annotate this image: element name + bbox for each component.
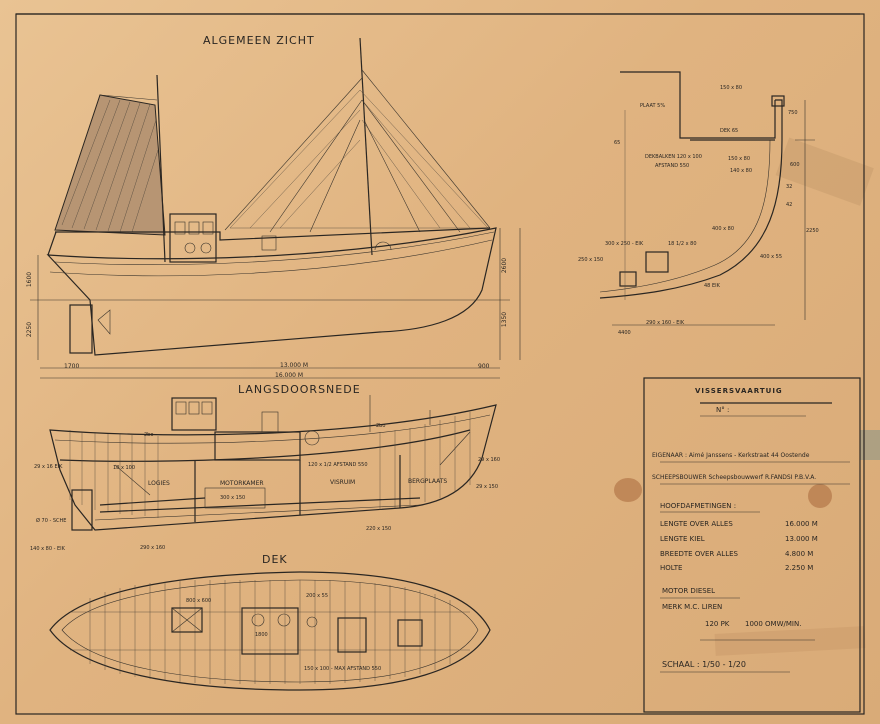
stain (614, 478, 642, 502)
annot: Ø 70 - SCHE (36, 518, 67, 524)
dim-label: BREEDTE OVER ALLES (660, 550, 738, 558)
room-label: LOGIES (148, 480, 170, 487)
annot: 2250 (806, 228, 819, 234)
dim-value: 16.000 M (785, 520, 818, 528)
annot: 250 x 150 (578, 257, 604, 263)
motor-heading: MOTOR DIESEL (662, 587, 716, 595)
annot: 140 x 80 - EIK (30, 546, 65, 552)
wheelhouse (169, 213, 217, 263)
annot: 4400 (618, 330, 631, 336)
hull (46, 227, 497, 356)
annot: 200 x 55 (306, 593, 329, 599)
mizzen-sail (54, 94, 166, 236)
dim-label: LENGTE OVER ALLES (660, 520, 733, 528)
annot: 300 x 150 (220, 495, 246, 501)
dim-fwd: 900 (478, 363, 490, 370)
aft-mast (156, 74, 166, 263)
dim-label: HOLTE (660, 564, 683, 572)
annot: 400 x 80 (712, 226, 735, 232)
tape-strip (714, 626, 866, 656)
annot: 600 (790, 162, 800, 168)
annot: 48 EIK (704, 283, 720, 289)
midship-section (599, 71, 815, 326)
annot: 29 x 160 (478, 457, 501, 463)
main-mast (359, 37, 373, 256)
annot: 29 x 150 (476, 484, 499, 490)
view-title-deck: DEK (262, 553, 288, 566)
dim-aft: 1700 (64, 363, 80, 370)
dim-h1: 1600 (26, 271, 34, 288)
motor-power: 120 PK (705, 620, 730, 628)
annot: 2bo (144, 432, 154, 438)
dim-value: 13.000 M (785, 535, 818, 543)
annot: 150 x 80 (728, 156, 751, 162)
annot: 290 x 160 - EIK (646, 320, 685, 326)
drawing-number-label: N° : (716, 406, 730, 414)
annot: 1800 (255, 632, 268, 638)
dim-h2: 2250 (26, 321, 34, 338)
annot: 290 x 160 (140, 545, 166, 551)
motor-make: MERK M.C. LIREN (662, 603, 723, 611)
annot: 2bo (376, 423, 386, 429)
annot: DEK 65 (720, 128, 739, 134)
annot: 140 x 80 (730, 168, 753, 174)
annot: 65 (614, 140, 621, 146)
title-block-frame (643, 377, 861, 713)
annot: AFSTAND 550 (655, 163, 690, 169)
view-title-general: ALGEMEEN ZICHT (203, 34, 315, 47)
motor-rpm: 1000 OMW/MIN. (745, 620, 802, 628)
dim-h4: 1350 (501, 311, 509, 328)
annot: 150 x 80 (720, 85, 743, 91)
annot: 400 x 55 (760, 254, 783, 260)
annot: 300 x 250 - EIK (605, 241, 644, 247)
dim-keel: 13.000 M (280, 362, 309, 369)
room-label: MOTORKAMER (220, 480, 264, 487)
annot: 220 x 150 (366, 526, 392, 532)
annot: 42 (786, 202, 793, 208)
annot: PLAAT 5% (640, 103, 666, 109)
owner: EIGENAAR : Aimé Janssens - Kerkstraat 44… (652, 452, 810, 459)
dim-total: 16.000 M (275, 372, 304, 379)
dim-label: LENGTE KIEL (660, 535, 705, 543)
deck-outline (49, 571, 491, 691)
tape-strip (775, 137, 874, 206)
room-label: VISRUIM (330, 479, 356, 486)
tape-mark (860, 430, 880, 460)
scale: SCHAAL : 1/50 - 1/20 (662, 660, 746, 669)
shipyard: SCHEEPSBOUWER Scheepsbouwwerf R.FANDSI P… (652, 474, 817, 481)
deck-plan (49, 571, 491, 691)
section-hull (49, 404, 497, 531)
view-title-longitudinal: LANGSDOORSNEDE (238, 383, 361, 396)
dim-value: 4.800 M (785, 550, 814, 558)
annot: 29 x 16 EIK (34, 464, 63, 470)
frame-outline (599, 99, 783, 299)
annot: 750 (788, 110, 798, 116)
annot: 800 x 600 (186, 598, 212, 604)
general-view (30, 37, 521, 379)
dim-h3: 2600 (501, 257, 509, 274)
annot: 18 x 100 (113, 465, 136, 471)
annot: 150 x 100 - MAX AFSTAND 550 (304, 666, 382, 672)
annot: 120 x 1/2 AFSTAND 550 (308, 462, 368, 468)
annot: 18 1/2 x 80 (668, 241, 697, 247)
dim-value: 2.250 M (785, 564, 814, 572)
dimensions-heading: HOOFDAFMETINGEN : (660, 502, 737, 510)
rudder (69, 304, 93, 354)
drawing-title: VISSERSVAARTUIG (695, 387, 783, 395)
annot: DEKBALKEN 120 x 100 (645, 154, 702, 160)
annot: 32 (786, 184, 793, 190)
stain (808, 484, 832, 508)
longitudinal-section (49, 395, 497, 531)
room-label: BERGPLAATS (408, 478, 448, 485)
